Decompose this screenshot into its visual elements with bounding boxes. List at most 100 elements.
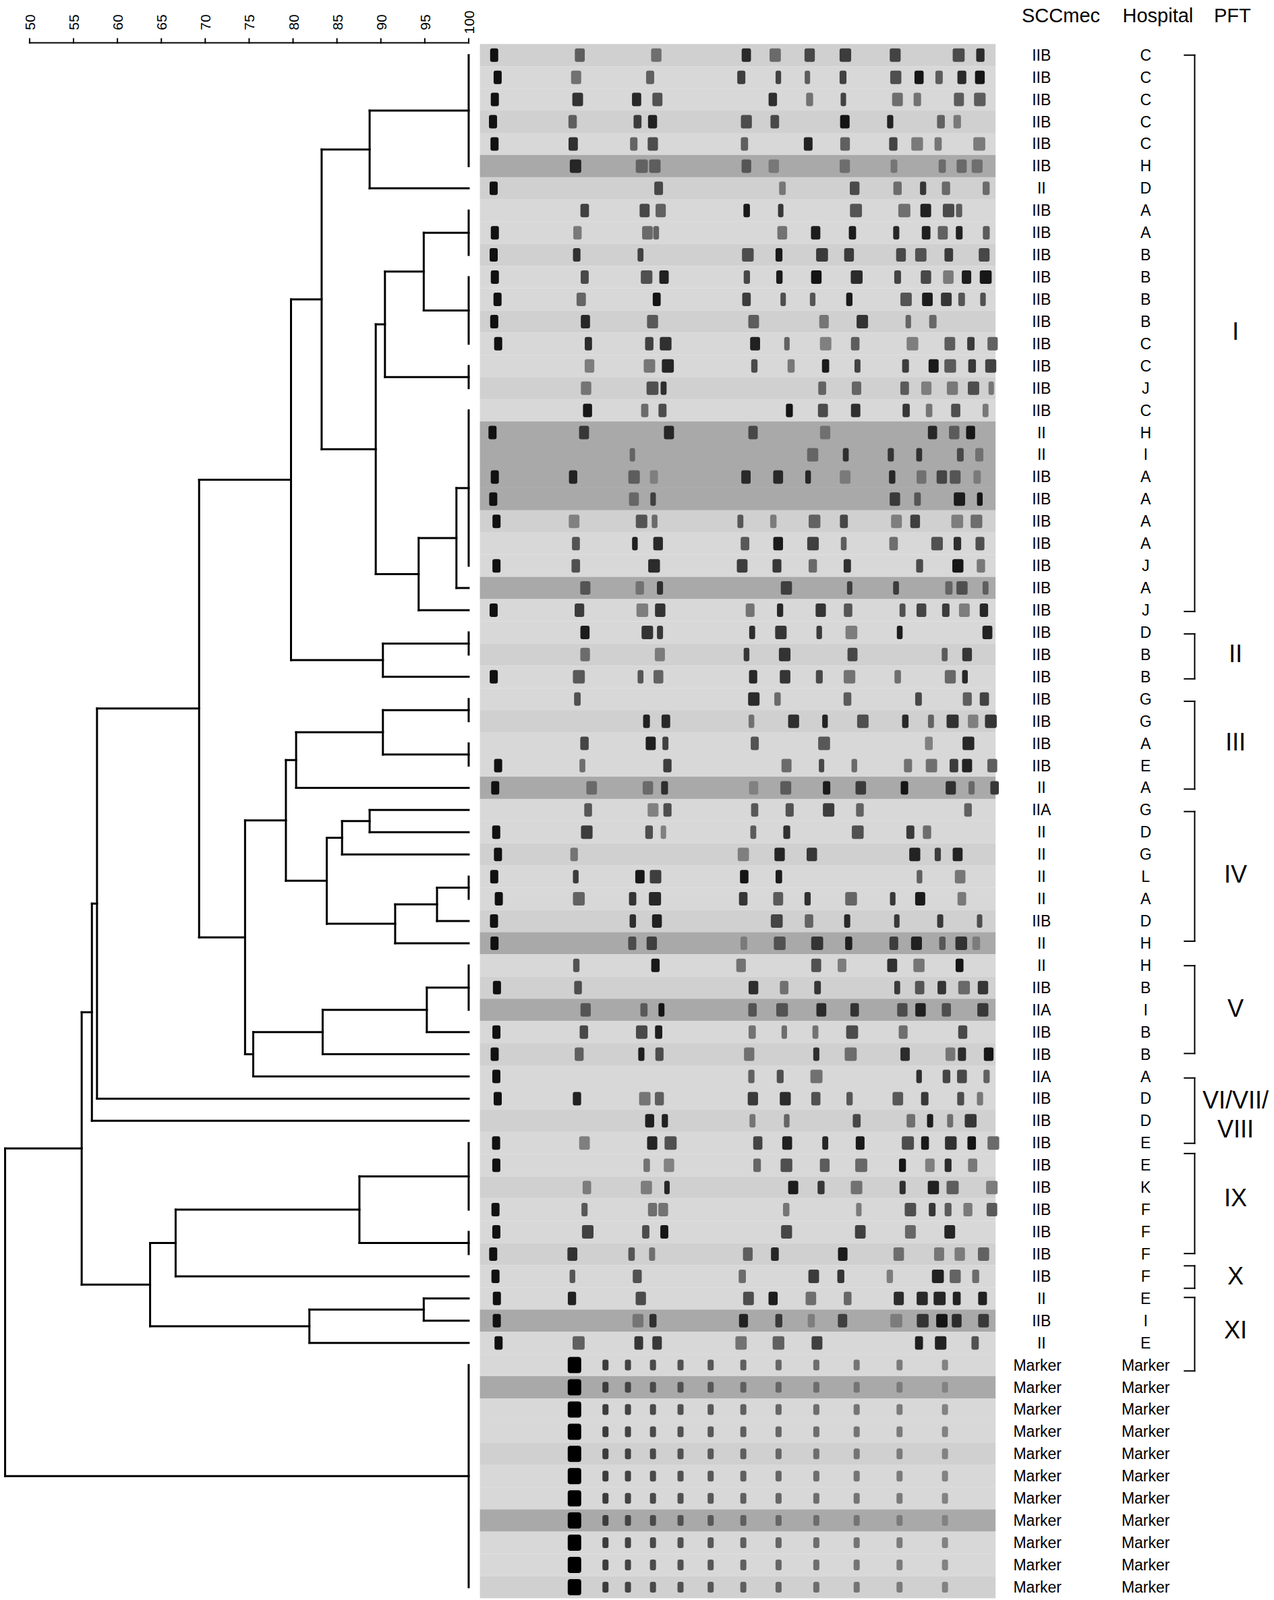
- gel-lane: [480, 532, 997, 556]
- gel-band: [942, 181, 951, 195]
- gel-band: [913, 93, 922, 107]
- gel-band: [749, 625, 756, 640]
- sccmec-type: IIB: [1031, 203, 1051, 219]
- gel-band: [661, 1114, 668, 1128]
- hospital-code: D: [1139, 913, 1152, 930]
- gel-band: [958, 981, 970, 995]
- gel-band: [772, 892, 784, 906]
- gel-band: [839, 159, 850, 173]
- gel-lane: [480, 1487, 997, 1511]
- gel-band: [818, 737, 831, 751]
- pft-bracket: [1184, 1265, 1195, 1267]
- gel-band: [646, 70, 655, 85]
- gel-band: [845, 892, 858, 906]
- axis-tick: [116, 39, 119, 44]
- pft-bracket: [1193, 812, 1196, 942]
- gel-band: [913, 492, 921, 506]
- marker-band: [896, 1382, 903, 1394]
- marker-band: [740, 1470, 747, 1482]
- marker-band: [650, 1404, 657, 1415]
- marker-band: [740, 1360, 747, 1372]
- gel-band: [820, 426, 831, 440]
- gel-band: [652, 1336, 662, 1351]
- pft-bracket: [1184, 1153, 1195, 1155]
- gel-band: [640, 1180, 653, 1195]
- gel-band: [808, 559, 817, 573]
- marker-band: [602, 1360, 609, 1372]
- gel-band: [753, 1136, 763, 1150]
- axis-tick: [29, 39, 31, 44]
- sccmec-type: IIB: [1031, 513, 1051, 530]
- cluster-line: [418, 536, 457, 539]
- gel-band: [888, 470, 895, 484]
- gel-band: [889, 492, 901, 506]
- marker-band: [707, 1559, 714, 1571]
- gel-band: [572, 670, 585, 684]
- gel-band: [658, 403, 667, 418]
- gel-lane: [480, 754, 997, 777]
- gel-band: [739, 870, 749, 884]
- pft-bracket: [1184, 965, 1195, 967]
- hospital-code: A: [1140, 491, 1151, 508]
- gel-band: [654, 1091, 664, 1106]
- gel-band: [982, 625, 993, 640]
- marker-band: [853, 1470, 860, 1482]
- gel-lane: [480, 776, 997, 800]
- gel-band: [942, 603, 950, 618]
- marker-band: [775, 1493, 782, 1504]
- gel-well: [492, 514, 501, 529]
- marker-band: [942, 1448, 949, 1460]
- pft-label: II: [1228, 640, 1243, 670]
- gel-band: [628, 470, 641, 484]
- gel-band: [892, 581, 900, 595]
- marker-band: [677, 1493, 684, 1504]
- gel-band: [964, 803, 972, 817]
- gel-band: [944, 337, 955, 351]
- cluster-line: [395, 903, 438, 906]
- cluster-line: [359, 1175, 469, 1178]
- pft-label: V: [1227, 994, 1244, 1024]
- marker-band: [650, 1559, 657, 1571]
- cluster-line: [375, 323, 386, 326]
- sccmec-type: Marker: [1012, 1557, 1062, 1573]
- gel-band: [579, 759, 586, 773]
- gel-band: [976, 914, 982, 929]
- gel-band: [977, 1292, 987, 1306]
- gel-band: [751, 359, 758, 373]
- sccmec-type: IIB: [1031, 1224, 1051, 1241]
- pft-bracket: [1184, 1052, 1195, 1055]
- gel-band: [849, 225, 857, 240]
- marker-band: [567, 1379, 582, 1397]
- gel-band: [635, 159, 649, 173]
- gel-band: [567, 1292, 576, 1306]
- gel-band: [970, 514, 982, 529]
- gel-band: [973, 93, 986, 107]
- gel-well: [493, 981, 502, 995]
- cluster-line: [4, 1148, 7, 1477]
- gel-band: [658, 1003, 665, 1018]
- gel-band: [951, 1314, 962, 1328]
- gel-band: [747, 1070, 755, 1084]
- gel-band: [643, 359, 655, 373]
- gel-band: [737, 70, 746, 85]
- hospital-code: C: [1139, 113, 1152, 130]
- cluster-line: [285, 759, 297, 762]
- gel-band: [896, 1003, 908, 1018]
- gel-band: [784, 337, 790, 351]
- marker-band: [650, 1426, 657, 1438]
- gel-band: [768, 93, 778, 107]
- gel-band: [944, 1203, 952, 1217]
- gel-band: [851, 759, 858, 773]
- cluster-line: [423, 1319, 469, 1322]
- gel-band: [581, 1203, 588, 1217]
- gel-band: [637, 248, 644, 262]
- gel-band: [952, 847, 964, 862]
- gel-band: [574, 48, 585, 63]
- gel-well: [491, 1203, 500, 1217]
- cluster-line: [375, 573, 419, 576]
- gel-band: [972, 936, 980, 951]
- gel-band: [847, 581, 853, 595]
- gel-band: [785, 803, 794, 817]
- hospital-code: D: [1139, 1091, 1152, 1107]
- gel-band: [646, 381, 659, 396]
